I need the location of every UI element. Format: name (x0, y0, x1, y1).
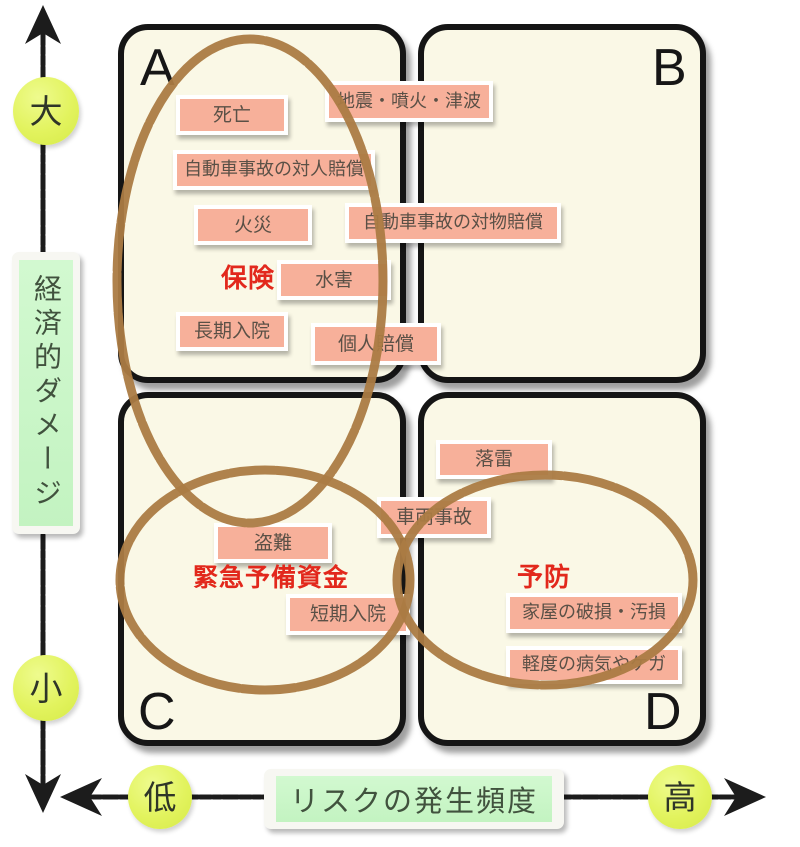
risk-tag-auto-personal-liability: 自動車事故の対人賠償 (173, 150, 375, 190)
y-axis-title-banner: 経済的ダメージ (12, 252, 80, 534)
risk-tag-earthquake-eruption-tsunami: 地震・噴火・津波 (325, 81, 493, 122)
quadrant-c-letter: C (138, 683, 176, 741)
group-label-prevention: 予防 (517, 563, 572, 593)
risk-tag-death: 死亡 (176, 95, 288, 135)
risk-tag-flood: 水害 (277, 260, 391, 300)
risk-tag-vehicle-accident: 車両事故 (377, 497, 491, 538)
x-axis-max-badge: 高 (648, 765, 712, 829)
y-axis-min-badge: 小 (13, 655, 79, 721)
quadrant-b-box (418, 24, 706, 383)
risk-tag-long-hospitalization: 長期入院 (176, 312, 288, 351)
group-label-emergency-funds: 緊急予備資金 (193, 563, 350, 592)
x-axis-min-badge: 低 (128, 765, 192, 829)
risk-tag-minor-illness-injury: 軽度の病気やケガ (506, 646, 682, 684)
quadrant-d-letter: D (644, 683, 682, 741)
y-axis-arrow-down-icon (25, 774, 61, 813)
risk-tag-fire: 火災 (194, 205, 312, 245)
group-label-insurance: 保険 (221, 264, 276, 294)
risk-tag-theft: 盗難 (214, 523, 332, 563)
risk-tag-house-damage: 家屋の破損・汚損 (506, 593, 682, 633)
risk-tag-short-hospitalization: 短期入院 (286, 594, 410, 635)
x-axis-arrow-right-icon (724, 778, 766, 816)
risk-tag-lightning: 落雷 (436, 440, 552, 479)
quadrant-a-letter: A (140, 39, 175, 97)
risk-tag-personal-liability: 個人賠償 (311, 323, 441, 365)
y-axis-title: 経済的ダメージ (19, 260, 73, 526)
x-axis-title-banner: リスクの発生頻度 (264, 769, 564, 829)
x-axis-arrow-left-icon (60, 778, 102, 816)
risk-tag-auto-property-liability: 自動車事故の対物賠償 (345, 203, 561, 243)
y-axis-arrow-up-icon (25, 5, 61, 44)
quadrant-b-letter: B (652, 39, 687, 97)
y-axis-max-badge: 大 (13, 77, 79, 145)
x-axis-title: リスクの発生頻度 (276, 776, 552, 822)
